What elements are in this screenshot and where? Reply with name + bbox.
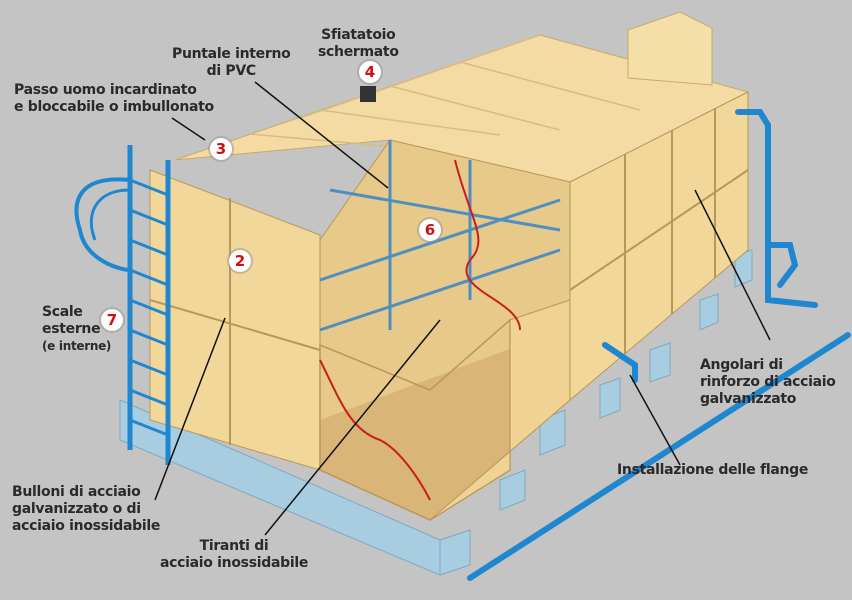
tie-rods-label: Tiranti di acciaio inossidabile bbox=[160, 538, 308, 572]
vent-label-line: Sfiatatoio bbox=[321, 27, 396, 43]
badge-2: 2 bbox=[229, 250, 251, 272]
angles-label-line: galvanizzato bbox=[700, 391, 797, 407]
ladder-label-line: esterne bbox=[42, 321, 101, 337]
pvc-label: Puntale interno di PVC bbox=[172, 46, 291, 80]
bolts-label-line: galvanizzato o di bbox=[12, 501, 141, 517]
flanges-label: Installazione delle flange bbox=[617, 462, 809, 478]
vent-label-line: schermato bbox=[318, 44, 399, 60]
base-plinths bbox=[119, 249, 753, 576]
vent-label: Sfiatatoio schermato bbox=[318, 27, 399, 61]
tie-rods bbox=[319, 140, 561, 332]
pipes bbox=[467, 109, 851, 581]
badge-7: 7 bbox=[101, 309, 123, 331]
badge-6: 6 bbox=[419, 219, 441, 241]
leader-lines bbox=[154, 81, 771, 536]
angles-label-line: Angolari di bbox=[700, 357, 783, 373]
tie-rods-label-line: acciaio inossidabile bbox=[160, 555, 309, 571]
angles-label-line: rinforzo di acciaio bbox=[700, 374, 836, 390]
roof-box bbox=[627, 11, 713, 86]
tank-right-wall bbox=[569, 91, 749, 402]
bolts-label-line: Bulloni di acciaio bbox=[12, 484, 141, 500]
bolts-label-line: acciaio inossidabile bbox=[12, 518, 161, 534]
manhole-label-line: Passo uomo incardinato bbox=[14, 82, 197, 98]
bolts-label: Bulloni di acciaio galvanizzato o di acc… bbox=[12, 484, 160, 535]
manhole-label-line: e bloccabile o imbullonato bbox=[14, 99, 214, 115]
ladder-label-line: Scale bbox=[42, 304, 83, 320]
top-panel-seams bbox=[249, 34, 641, 151]
ladder-label-line: (e interne) bbox=[42, 339, 112, 353]
tank-floor bbox=[320, 330, 570, 520]
badge-3: 3 bbox=[210, 138, 232, 160]
external-ladder bbox=[74, 145, 171, 465]
vent-cap bbox=[360, 86, 376, 102]
manhole-label: Passo uomo incardinato e bloccabile o im… bbox=[14, 82, 214, 116]
badge-4: 4 bbox=[359, 61, 381, 83]
tie-rods-label-line: Tiranti di bbox=[199, 538, 269, 554]
tank-front-wall bbox=[149, 169, 321, 471]
pvc-label-line: Puntale interno bbox=[172, 46, 291, 62]
angles-label: Angolari di rinforzo di acciaio galvaniz… bbox=[700, 357, 836, 408]
right-wall-seams bbox=[569, 108, 749, 354]
pvc-label-line: di PVC bbox=[206, 63, 257, 79]
ladder-label: Scale esterne (e interne) bbox=[42, 304, 111, 355]
